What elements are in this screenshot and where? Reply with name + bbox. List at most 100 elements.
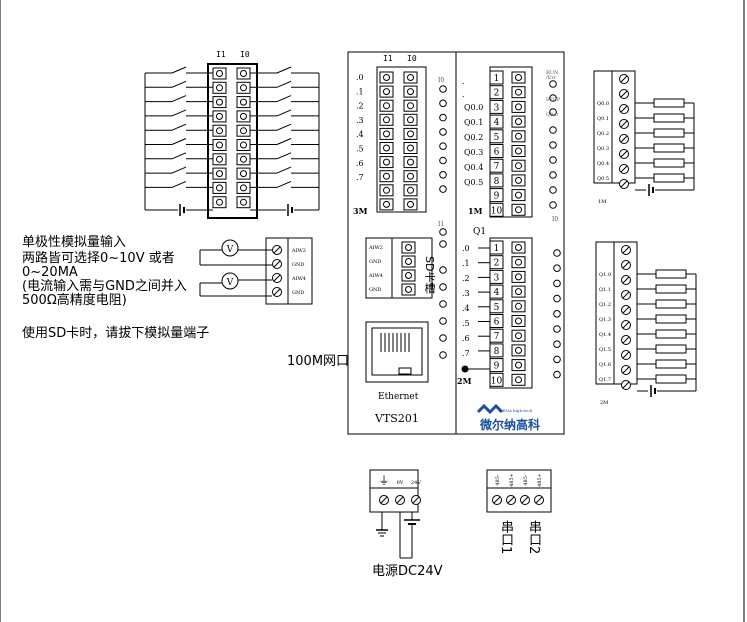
- terminal-hole: [407, 102, 414, 110]
- terminal-number-box: [489, 114, 504, 129]
- q1-push-terminal: [511, 285, 526, 298]
- screw-slot: [620, 150, 628, 158]
- module-terminal-i0: [403, 71, 418, 84]
- terminal-hole: [240, 170, 247, 178]
- network-port-note: 100M网口: [287, 354, 350, 369]
- terminal-hole: [216, 155, 223, 163]
- terminal-number: 7: [494, 162, 500, 172]
- screw-slot: [622, 276, 630, 284]
- screw-slot: [620, 165, 628, 173]
- terminal-hole: [515, 288, 522, 296]
- relay-output-label: Q1.7: [599, 377, 611, 383]
- terminal-hole: [383, 144, 390, 152]
- ethernet-jack-inner: [371, 327, 423, 376]
- q0-output-label: Q0.3: [464, 148, 483, 157]
- relay-output-label: Q0.5: [597, 176, 609, 182]
- terminal-hole: [515, 346, 522, 354]
- load-resistor-icon: [653, 113, 685, 123]
- status-led: [439, 99, 447, 108]
- switch-contact-icon: [276, 180, 292, 188]
- switch-contact-icon: [276, 66, 292, 74]
- q1-push-terminal: [511, 344, 526, 357]
- screw-slot: [622, 246, 630, 254]
- left-input-terminal-block: [207, 63, 258, 219]
- load-resistor-icon: [655, 299, 687, 309]
- ethernet-latch: [398, 367, 412, 375]
- screw-slot: [620, 180, 628, 188]
- screw-slot: [622, 291, 630, 299]
- q1-push-terminal: [511, 315, 526, 327]
- terminal-number: 2: [494, 259, 500, 269]
- status-led: [439, 185, 447, 193]
- terminal-hole: [216, 70, 223, 77]
- module-terminal-i1: [379, 170, 394, 183]
- terminal-hole: [240, 141, 247, 149]
- status-led: [553, 279, 561, 288]
- terminal-hole: [515, 376, 522, 384]
- terminal-hole: [383, 186, 390, 194]
- run-label: RUN /Err: [546, 70, 559, 81]
- module-terminal-i0: [403, 142, 418, 154]
- terminal-hole: [407, 186, 414, 194]
- ext-analog-label: GND: [292, 262, 304, 268]
- q1-label: Q1: [473, 227, 487, 237]
- terminal-number-box: [489, 158, 504, 173]
- terminal-number: 8: [494, 177, 500, 187]
- serial-terminal-label: 485-: [523, 474, 529, 486]
- q1-led-label: I0: [552, 216, 559, 223]
- switch-contact-icon: [276, 138, 292, 145]
- terminal-hole: [216, 112, 223, 120]
- terminal-hole: [383, 74, 390, 81]
- terminal-hole: [515, 332, 522, 340]
- sd-slot-label: SD卡槽: [423, 256, 436, 294]
- terminal-hole: [515, 118, 522, 126]
- screw-slot: [620, 135, 628, 143]
- terminal-hole: [383, 88, 390, 96]
- module-terminal-i1: [379, 127, 394, 140]
- switch-contact-icon: [276, 166, 292, 174]
- terminal-number: 8: [494, 347, 500, 357]
- status-led: [549, 141, 557, 149]
- terminal-number: 1: [494, 244, 500, 254]
- terminal-hole: [216, 184, 223, 192]
- module-terminal-i1: [379, 85, 394, 98]
- status-led: [549, 171, 557, 179]
- terminal-hole: [240, 198, 247, 206]
- screw-slot: [620, 75, 628, 83]
- terminal-hole: [216, 127, 223, 135]
- status-led: [549, 94, 557, 102]
- switch-contact-icon: [276, 95, 292, 103]
- input-bit-label: .7: [356, 173, 364, 182]
- analog-push-terminal: [401, 241, 416, 254]
- terminal-number-box: [489, 129, 504, 144]
- left-block-i0-header: I0: [240, 50, 250, 59]
- q1-push-terminal: [511, 359, 526, 372]
- terminal-number-box: [489, 372, 504, 387]
- switch-contact-icon: [171, 152, 187, 160]
- screw-slot: [622, 351, 630, 359]
- module-terminal-i0: [403, 170, 418, 183]
- voltmeter-symbol: V: [226, 245, 234, 255]
- terminal-number: 3: [494, 273, 500, 283]
- module-terminal-i0: [403, 99, 418, 112]
- switch-contact-icon: [171, 95, 187, 103]
- relay-output-label: Q1.3: [599, 317, 611, 323]
- status-led: [439, 171, 447, 179]
- q0-dot: .: [462, 90, 465, 99]
- ext-analog-label: AIW4: [291, 276, 306, 282]
- status-led: [553, 355, 561, 364]
- terminal-number: 7: [494, 332, 500, 342]
- q1-push-terminal: [511, 241, 526, 254]
- status-led: [439, 266, 447, 274]
- terminal-number: 10: [491, 376, 503, 386]
- relay-common-label: 1M: [598, 199, 606, 205]
- screw-slot: [507, 496, 515, 504]
- switch-contact-icon: [171, 138, 187, 145]
- screw-slot: [622, 366, 630, 374]
- terminal-hole: [515, 88, 522, 96]
- relay-output-label: Q1.5: [599, 347, 611, 353]
- module-i1-header: I1: [383, 54, 393, 63]
- terminal-number: 10: [491, 206, 503, 216]
- status-led: [439, 113, 447, 122]
- module-terminal-i0: [403, 113, 418, 126]
